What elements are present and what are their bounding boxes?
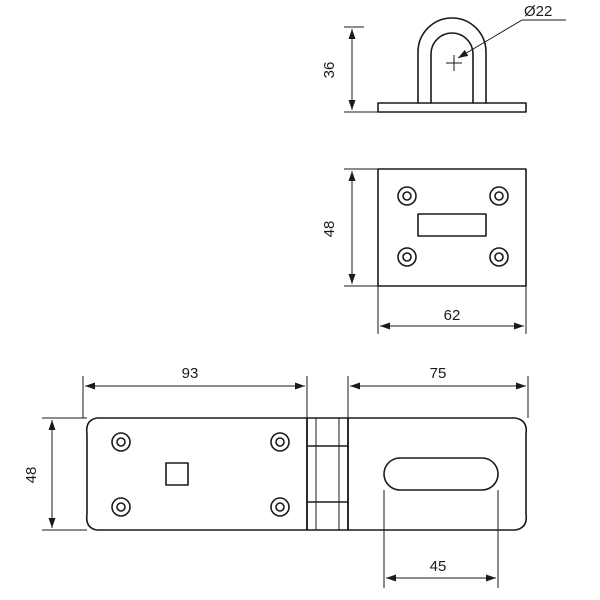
screw-hole xyxy=(270,432,290,452)
screw-hole xyxy=(489,186,509,206)
hasp-slot xyxy=(383,457,499,491)
screw-hole xyxy=(489,247,509,267)
diameter-leader xyxy=(457,19,523,59)
hasp-left-leaf xyxy=(85,417,308,531)
screw-hole-inner xyxy=(116,502,126,512)
screw-hole-inner xyxy=(494,191,504,201)
screw-hole xyxy=(270,497,290,517)
staple-side-view: Ø22 36 xyxy=(321,3,566,113)
screw-hole xyxy=(111,432,131,452)
screw-hole-inner xyxy=(494,252,504,262)
screw-hole xyxy=(397,186,417,206)
screw-hole-inner xyxy=(275,502,285,512)
plate-slot xyxy=(417,213,487,237)
hasp-right-width-label: 75 xyxy=(430,365,447,382)
screw-hole xyxy=(111,497,131,517)
plate-screw-holes xyxy=(397,186,509,267)
diameter-label: Ø22 xyxy=(524,3,552,20)
staple-plate-front-view: 48 62 xyxy=(321,168,527,334)
slot-width-label: 45 xyxy=(430,558,447,575)
hasp-square-hole xyxy=(165,462,189,486)
plate-height-label: 48 xyxy=(321,221,338,238)
hasp-left-width-label: 93 xyxy=(182,365,199,382)
staple-height-label: 36 xyxy=(321,62,338,79)
hasp-screw-holes xyxy=(111,432,290,517)
screw-hole xyxy=(397,247,417,267)
staple-loop-inner xyxy=(430,32,474,104)
staple-plate xyxy=(377,168,527,287)
hasp-right-leaf xyxy=(347,417,528,531)
staple-base-plate xyxy=(377,102,527,113)
screw-hole-inner xyxy=(116,437,126,447)
staple-loop xyxy=(417,17,487,104)
hasp-view: 93 75 48 45 xyxy=(23,365,529,588)
plate-width-label: 62 xyxy=(444,307,461,324)
hasp-hinge xyxy=(306,417,349,531)
screw-hole-inner xyxy=(275,437,285,447)
screw-hole-inner xyxy=(402,252,412,262)
hasp-height-label: 48 xyxy=(23,467,40,484)
screw-hole-inner xyxy=(402,191,412,201)
